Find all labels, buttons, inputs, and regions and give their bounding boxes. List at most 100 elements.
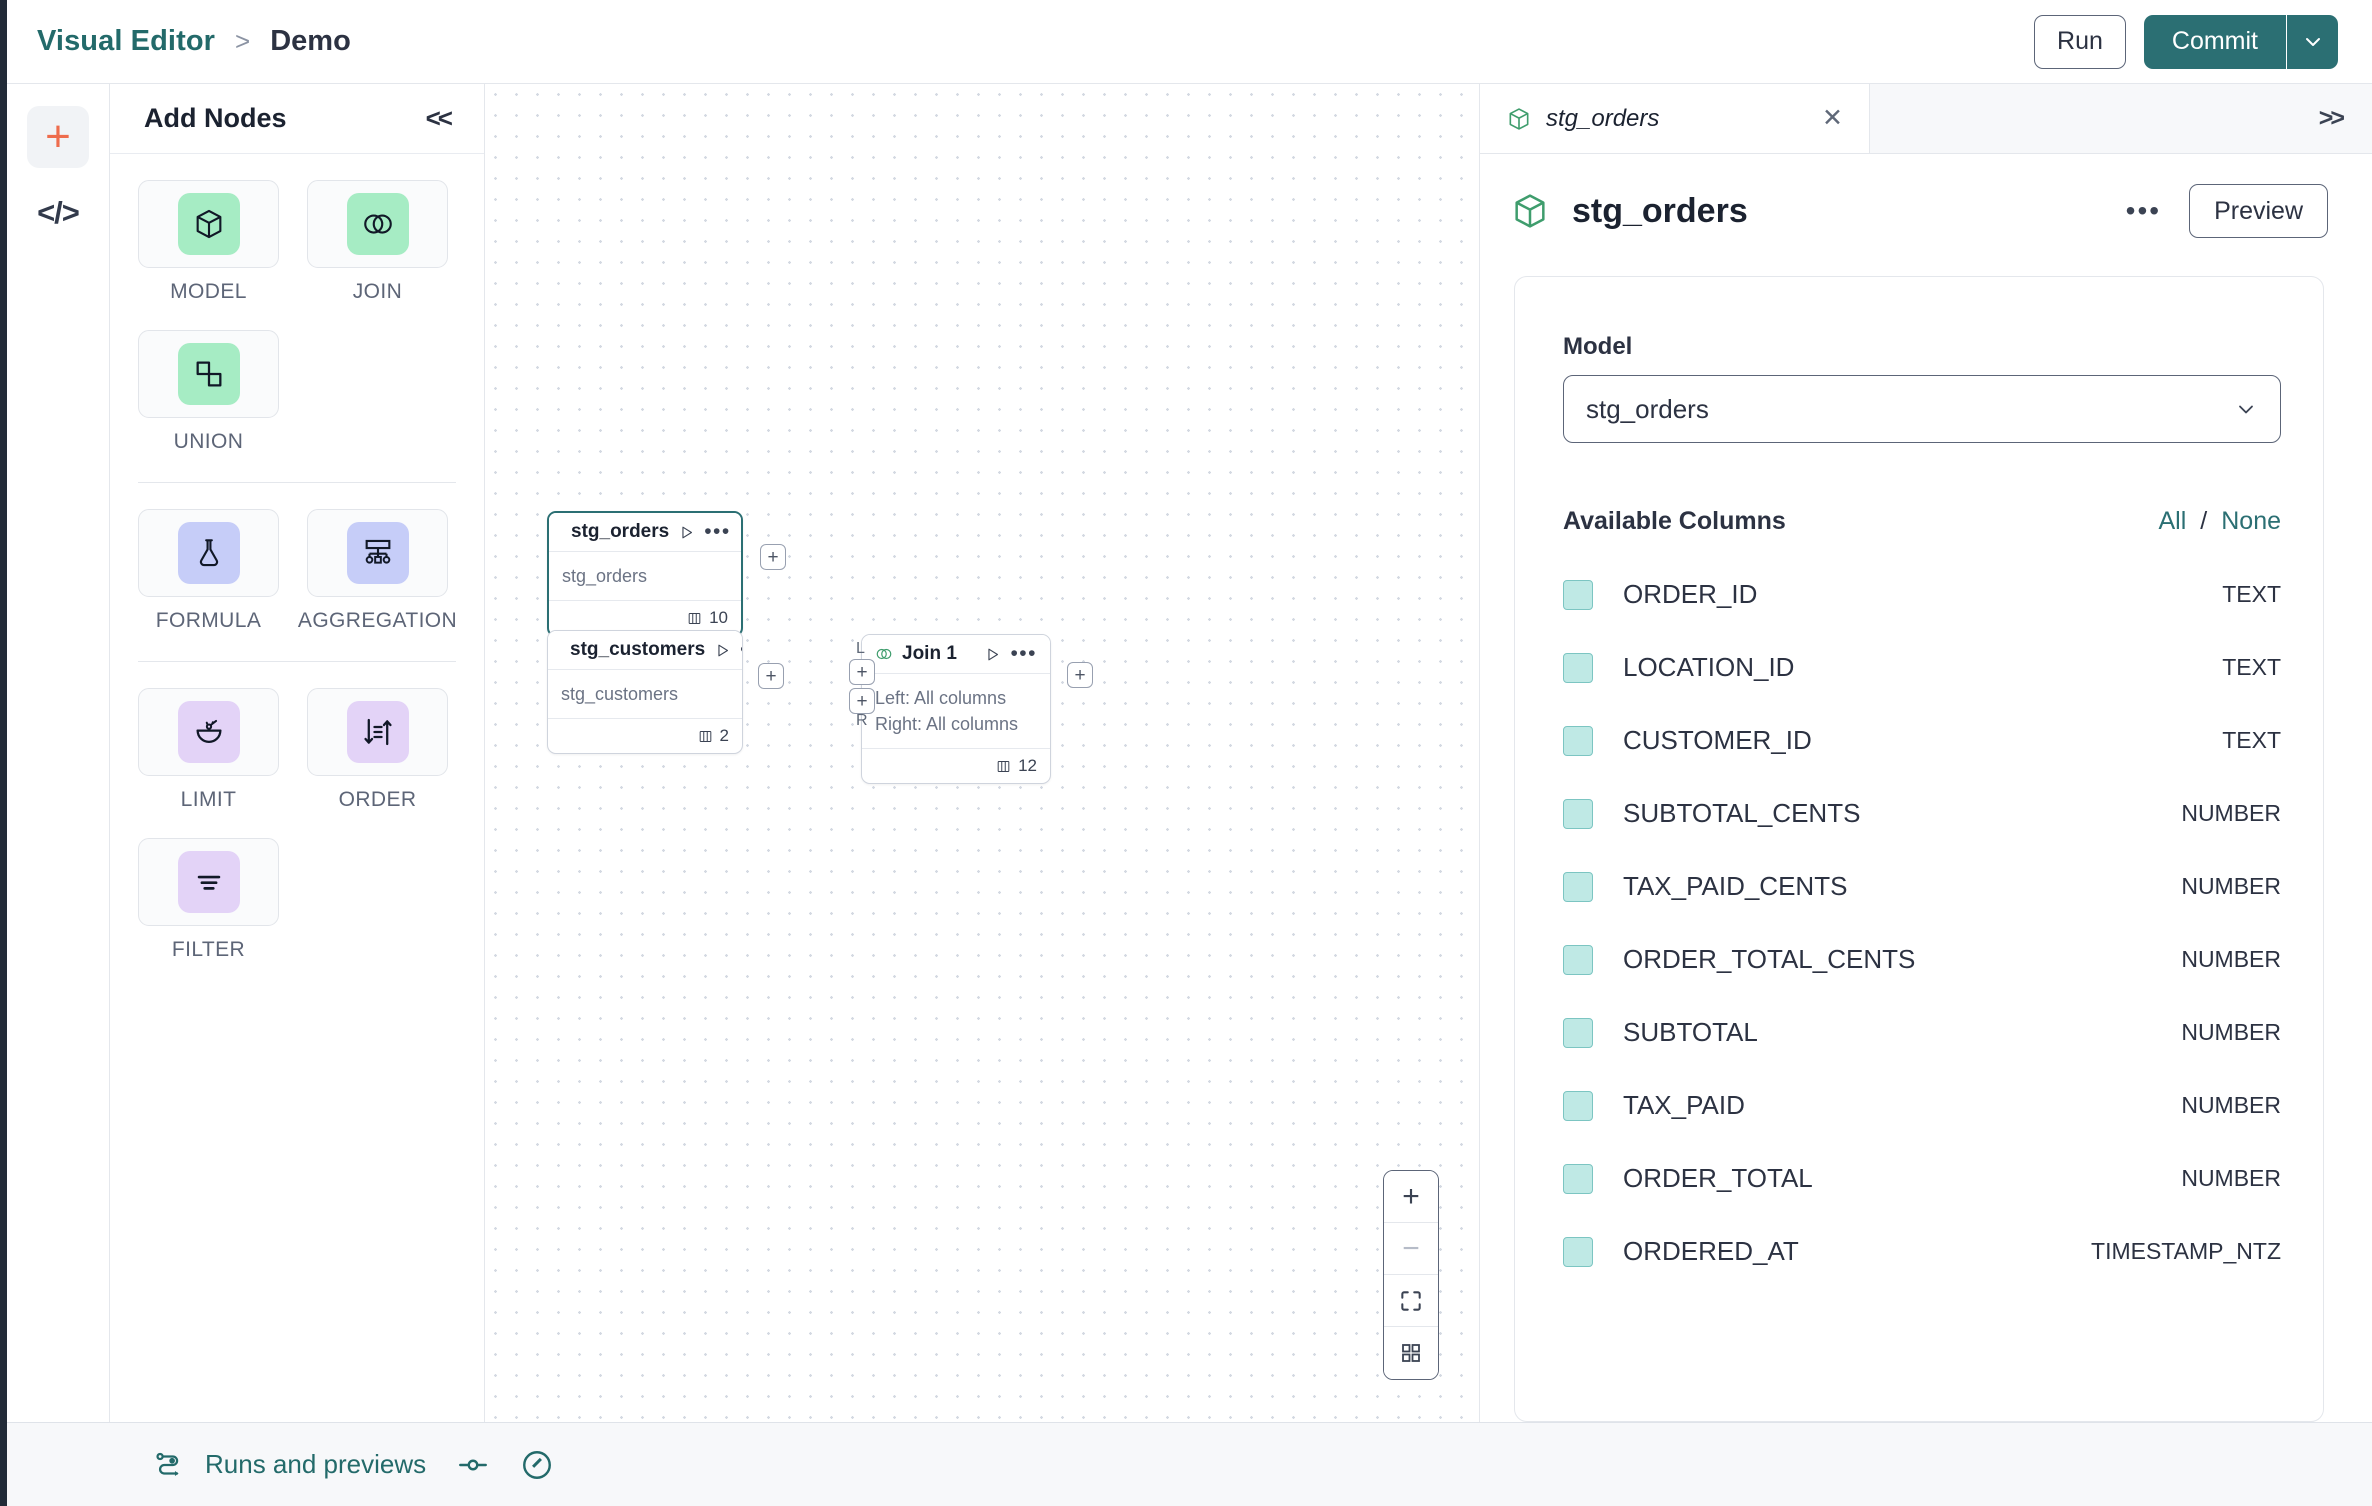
zoom-out-button[interactable]: − (1384, 1223, 1438, 1275)
code-rail-button[interactable]: </> (27, 182, 89, 244)
node-body: stg_orders (549, 552, 741, 602)
column-checkbox[interactable] (1563, 871, 1593, 902)
swatch (346, 701, 409, 763)
column-name: LOCATION_ID (1623, 652, 1795, 682)
available-columns-header: Available Columns All / None (1563, 507, 2281, 536)
column-type: TEXT (2222, 581, 2281, 607)
close-icon[interactable]: ✕ (1822, 104, 1843, 132)
swatch (346, 522, 409, 584)
collapse-panel-button[interactable]: << (420, 99, 456, 138)
canvas-node-stg-orders[interactable]: stg_orders ••• stg_orders 10 (547, 511, 743, 638)
tab-stg-orders[interactable]: stg_orders ✕ (1480, 84, 1870, 153)
node-header: stg_orders ••• (549, 513, 741, 552)
venn-icon (876, 648, 892, 660)
union-icon (196, 361, 221, 387)
column-row[interactable]: TAX_PAID NUMBER (1563, 1069, 2281, 1142)
node-tile (138, 509, 279, 597)
column-checkbox[interactable] (1563, 798, 1593, 829)
select-all-link[interactable]: All (2158, 507, 2187, 535)
column-row[interactable]: ORDERED_AT TIMESTAMP_NTZ (1563, 1215, 2281, 1288)
play-icon (718, 644, 729, 656)
column-checkbox[interactable] (1563, 1017, 1593, 1048)
details-panel: stg_orders ✕ >> stg_orders ••• Preview M… (1480, 84, 2372, 1422)
details-menu-icon[interactable]: ••• (2125, 195, 2162, 226)
node-run-icon[interactable] (714, 642, 731, 659)
chevron-down-icon (2239, 405, 2253, 414)
join-output-handle[interactable]: + (1067, 662, 1093, 688)
venn-icon (363, 214, 392, 234)
column-type: NUMBER (2181, 1165, 2281, 1191)
column-row[interactable]: ORDER_TOTAL_CENTS NUMBER (1563, 923, 2281, 996)
column-checkbox[interactable] (1563, 579, 1593, 610)
column-row[interactable]: CUSTOMER_ID TEXT (1563, 704, 2281, 777)
column-row[interactable]: ORDER_TOTAL NUMBER (1563, 1142, 2281, 1215)
slider-toggle-button[interactable] (456, 1448, 490, 1482)
node-run-icon[interactable] (678, 524, 695, 541)
node-menu-icon[interactable]: ••• (1010, 641, 1037, 665)
model-select[interactable]: stg_orders (1563, 375, 2281, 443)
node-footer: 10 (549, 601, 741, 635)
top-actions: Run Commit (2034, 14, 2338, 69)
node-menu-icon[interactable]: ••• (740, 639, 742, 659)
tab-label: stg_orders (1546, 104, 1660, 132)
node-column-count: 2 (719, 726, 729, 746)
fit-view-button[interactable] (1384, 1275, 1438, 1327)
node-output-handle-customers[interactable]: + (758, 663, 784, 689)
flow-canvas[interactable]: stg_orders ••• stg_orders 10 (485, 84, 1480, 1422)
run-button[interactable]: Run (2034, 14, 2126, 69)
select-none-link[interactable]: None (2221, 507, 2281, 535)
zoom-in-button[interactable]: + (1384, 1171, 1438, 1223)
node-option-order[interactable]: ORDER (307, 688, 448, 812)
node-body: stg_customers (548, 670, 742, 720)
node-option-aggregation[interactable]: AGGREGATION (298, 509, 457, 633)
column-checkbox[interactable] (1563, 1163, 1593, 1194)
breadcrumb-demo[interactable]: Demo (270, 25, 351, 57)
swatch (177, 522, 240, 584)
join-right-handle-label: R (856, 712, 868, 729)
join-input-handle-left[interactable]: + (849, 659, 875, 685)
toggle-minimap-button[interactable] (1384, 1327, 1438, 1379)
node-option-formula[interactable]: FORMULA (138, 509, 279, 633)
node-footer: 2 (548, 719, 742, 753)
breadcrumb-visual-editor[interactable]: Visual Editor (37, 25, 216, 57)
canvas-zoom-controls: + − (1383, 1170, 1439, 1380)
canvas-node-stg-customers[interactable]: stg_customers ••• stg_customers 2 (547, 630, 743, 755)
column-checkbox[interactable] (1563, 652, 1593, 683)
node-option-limit[interactable]: LIMIT (138, 688, 279, 812)
node-title: stg_customers (570, 639, 706, 660)
node-group-sources: MODEL JOIN (138, 180, 456, 476)
node-option-model[interactable]: MODEL (138, 180, 279, 304)
add-node-rail-button[interactable]: + (27, 106, 89, 168)
runs-and-previews-button[interactable]: Runs and previews (153, 1448, 426, 1482)
column-row[interactable]: TAX_PAID_CENTS NUMBER (1563, 850, 2281, 923)
commit-dropdown-button[interactable] (2286, 14, 2338, 69)
node-option-union[interactable]: UNION (138, 330, 279, 454)
body: + </> Add Nodes << (7, 84, 2372, 1422)
commit-button[interactable]: Commit (2143, 14, 2286, 69)
node-column-count: 10 (709, 608, 728, 628)
node-output-handle-orders[interactable]: + (760, 544, 786, 570)
column-checkbox[interactable] (1563, 725, 1593, 756)
node-title: Join 1 (902, 643, 957, 664)
canvas-node-join-1[interactable]: Join 1 ••• Left: All columns Right: All … (861, 634, 1051, 785)
column-checkbox[interactable] (1563, 1090, 1593, 1121)
column-checkbox[interactable] (1563, 1236, 1593, 1267)
column-row[interactable]: LOCATION_ID TEXT (1563, 631, 2281, 704)
join-input-handle-right[interactable]: + (849, 688, 875, 714)
column-row[interactable]: SUBTOTAL_CENTS NUMBER (1563, 777, 2281, 850)
preview-button[interactable]: Preview (2189, 184, 2328, 238)
node-run-icon[interactable] (984, 646, 1001, 663)
node-menu-icon[interactable]: ••• (704, 519, 731, 543)
compass-button[interactable] (520, 1448, 554, 1482)
node-option-label: MODEL (170, 280, 247, 303)
node-option-filter[interactable]: FILTER (138, 838, 279, 962)
expand-panel-button[interactable]: >> (2318, 104, 2345, 132)
plus-icon: + (45, 112, 71, 161)
node-option-join[interactable]: JOIN (307, 180, 448, 304)
column-type: NUMBER (2181, 946, 2281, 972)
column-row[interactable]: SUBTOTAL NUMBER (1563, 996, 2281, 1069)
column-row[interactable]: ORDER_ID TEXT (1563, 558, 2281, 631)
play-icon (988, 648, 999, 660)
column-name: TAX_PAID_CENTS (1623, 871, 1848, 901)
column-checkbox[interactable] (1563, 944, 1593, 975)
